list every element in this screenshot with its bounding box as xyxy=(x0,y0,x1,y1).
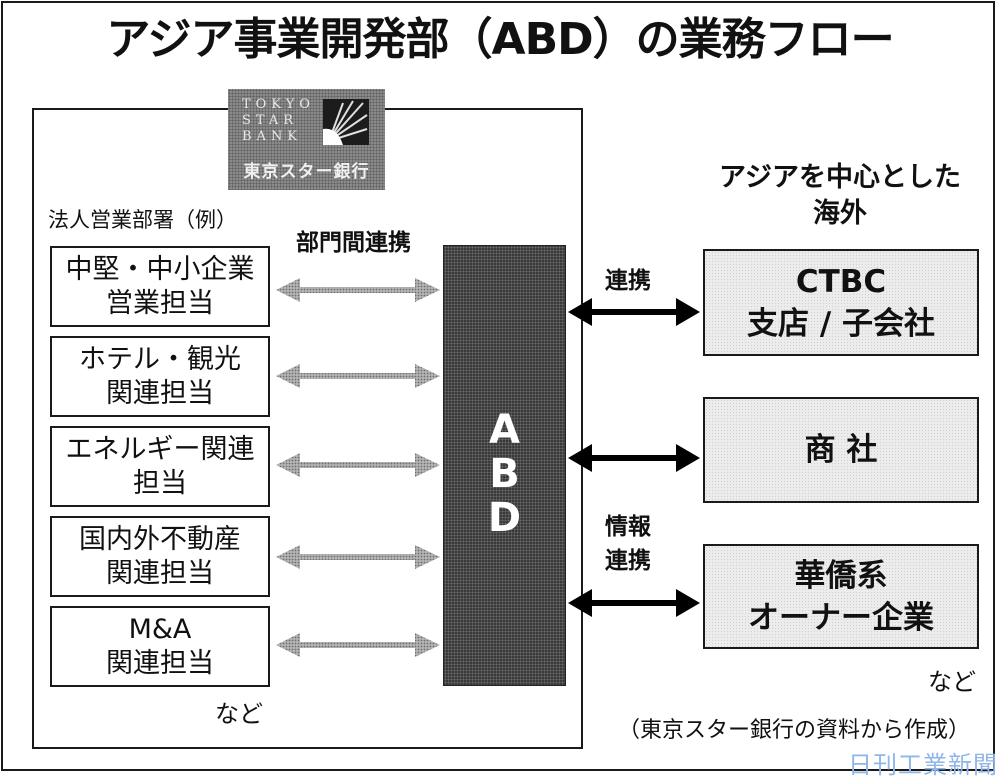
abd-letter-d: D xyxy=(487,495,522,541)
partner-box-trading-company: 商 社 xyxy=(703,397,979,503)
dept-etc-label: など xyxy=(215,700,263,728)
interdept-collab-label: 部門間連携 xyxy=(296,230,411,256)
dept-box-energy: エネルギー関連 担当 xyxy=(50,426,270,507)
info-collab-label: 情報 連携 xyxy=(605,514,651,574)
abd-box: A B D xyxy=(443,245,566,686)
dept-box-ma: M&A 関連担当 xyxy=(50,606,270,687)
dept-box-hotel-tourism: ホテル・観光 関連担当 xyxy=(50,336,270,417)
tokyo-star-bank-logo: TOKYO STAR BANK 東京スター銀行 xyxy=(228,89,385,190)
dept-box-sme: 中堅・中小企業 営業担当 xyxy=(50,246,270,327)
star-burst-icon xyxy=(323,99,369,145)
logo-japanese-text: 東京スター銀行 xyxy=(243,162,370,182)
logo-english-text: TOKYO STAR BANK xyxy=(242,97,315,144)
overseas-heading: アジアを中心とした 海外 xyxy=(719,162,961,229)
overseas-etc-label: など xyxy=(928,668,976,696)
abd-letter-b: B xyxy=(489,451,520,497)
abd-letter-a: A xyxy=(489,407,520,453)
collab-label: 連携 xyxy=(605,268,651,294)
partner-box-ctbc: CTBC 支店 / 子会社 xyxy=(703,249,979,356)
corporate-sales-heading: 法人営業部署（例） xyxy=(48,208,237,232)
source-note: （東京スター銀行の資料から作成） xyxy=(618,718,971,743)
publisher-watermark: 日刊工業新聞 xyxy=(848,751,998,779)
dept-box-real-estate: 国内外不動産 関連担当 xyxy=(50,516,270,597)
partner-box-overseas-chinese-companies: 華僑系 オーナー企業 xyxy=(703,544,979,649)
diagram-title: アジア事業開発部（ABD）の業務フロー xyxy=(106,14,894,65)
